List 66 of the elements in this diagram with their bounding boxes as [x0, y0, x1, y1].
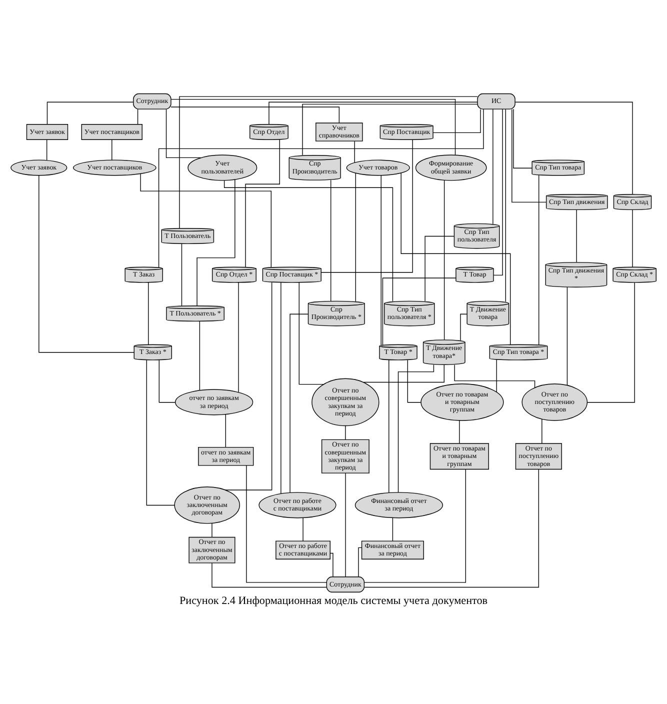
- connector: [576, 210, 577, 263]
- connector: [459, 420, 460, 444]
- connector: [181, 243, 182, 306]
- connector: [158, 108, 484, 268]
- connector: [268, 102, 478, 124]
- connector: [245, 139, 280, 268]
- connector: [246, 465, 327, 583]
- connector: [358, 547, 362, 578]
- connector: [166, 108, 202, 158]
- connector: [46, 102, 134, 124]
- connector: [362, 364, 444, 383]
- connector: [302, 518, 304, 542]
- connector: [158, 360, 176, 403]
- connector: [330, 552, 334, 577]
- connector: [513, 108, 532, 168]
- connector: [345, 425, 346, 440]
- connector: [407, 360, 422, 403]
- connector: [512, 108, 547, 203]
- connector: [298, 282, 324, 385]
- connector: [225, 414, 226, 448]
- connector: [345, 472, 346, 577]
- connector: [454, 364, 536, 388]
- connector: [224, 180, 394, 302]
- connector: [460, 314, 468, 341]
- connector: [538, 174, 540, 346]
- connector: [146, 360, 175, 506]
- connector: [290, 314, 308, 493]
- connector: [400, 172, 511, 345]
- connector: [179, 96, 478, 229]
- connector: [280, 282, 282, 494]
- connector: [224, 282, 272, 490]
- connector: [398, 364, 434, 493]
- connector: [492, 108, 494, 224]
- connector: [632, 210, 633, 268]
- connector: [238, 282, 239, 392]
- connector: [586, 282, 635, 403]
- connector: [566, 286, 568, 386]
- connector: [380, 175, 382, 346]
- connector: [382, 278, 456, 346]
- connector: [364, 469, 540, 588]
- connector: [354, 140, 355, 163]
- connector: [493, 108, 503, 276]
- connector: [355, 172, 356, 302]
- connector: [38, 175, 134, 353]
- connector: [196, 179, 236, 306]
- connector: [364, 469, 466, 583]
- connector: [302, 104, 478, 156]
- connector: [444, 180, 445, 340]
- connector: [424, 236, 454, 302]
- connector: [137, 108, 138, 125]
- connector: [392, 518, 394, 542]
- connector: [388, 360, 390, 494]
- connector: [199, 321, 200, 391]
- connector: [46, 139, 48, 161]
- connector: [148, 282, 149, 345]
- connector: [514, 102, 633, 195]
- connector: [320, 139, 413, 273]
- connector: [212, 562, 327, 588]
- connector: [140, 174, 272, 268]
- connector: [170, 106, 340, 124]
- connector: [505, 108, 506, 302]
- connector: [496, 359, 497, 392]
- connector: [432, 108, 481, 134]
- caption: Рисунок 2.4 Информационная модель системы учета документов: [179, 594, 488, 607]
- connector: [170, 98, 456, 156]
- connector: [330, 180, 332, 302]
